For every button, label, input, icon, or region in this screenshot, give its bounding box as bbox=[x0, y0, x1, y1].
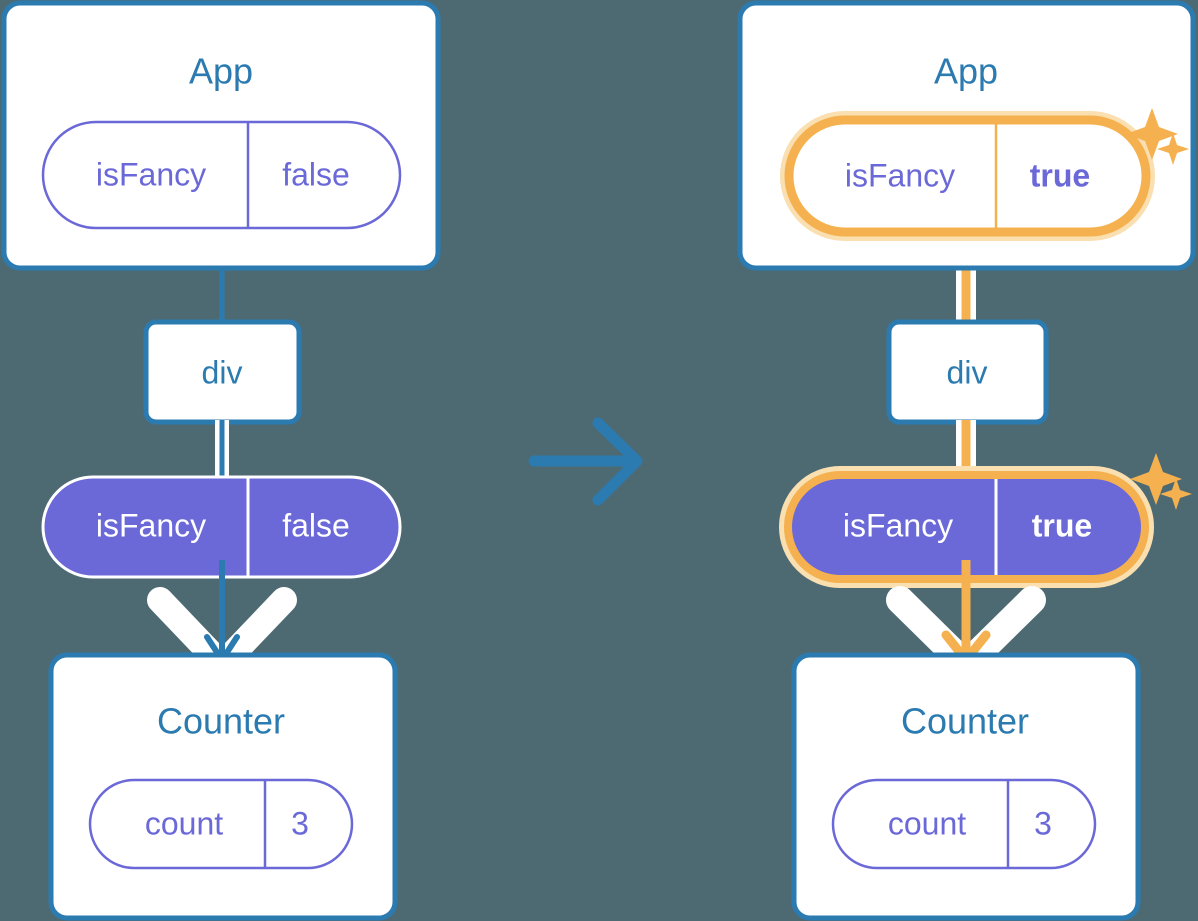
counter-state-pill-key: count bbox=[145, 805, 223, 841]
app-state-pill-value-after: true bbox=[1030, 157, 1090, 193]
panel-before: App isFancy false div isFancy false bbox=[1, 0, 441, 921]
div-label-after: div bbox=[947, 354, 988, 390]
counter-box-outline bbox=[48, 652, 398, 921]
sparkle-small-icon-props bbox=[1160, 478, 1192, 510]
app-state-pill-highlight-ring bbox=[784, 115, 1151, 237]
component-box-app-after: App isFancy true bbox=[737, 0, 1196, 271]
transition-arrow-right-icon bbox=[528, 417, 643, 506]
counter-state-pill-value-after: 3 bbox=[1034, 805, 1052, 841]
counter-state-pill-key-after: count bbox=[888, 805, 966, 841]
props-pill-value: false bbox=[282, 507, 350, 543]
counter-state-pill: count 3 bbox=[88, 778, 354, 870]
counter-state-pill-after: count 3 bbox=[831, 778, 1097, 870]
app-state-pill-key-after: isFancy bbox=[845, 157, 955, 193]
counter-title: Counter bbox=[157, 701, 285, 742]
props-pill-key: isFancy bbox=[96, 507, 206, 543]
app-state-pill-outline bbox=[41, 120, 402, 230]
dom-node-box-div: div bbox=[143, 319, 302, 425]
dom-node-box-div-after: div bbox=[886, 319, 1049, 425]
div-label: div bbox=[202, 354, 243, 390]
props-pill-key-after: isFancy bbox=[843, 507, 953, 543]
props-pill-isfancy: isFancy false bbox=[41, 475, 402, 579]
app-state-pill-after: isFancy true bbox=[780, 111, 1155, 241]
counter-state-pill-outline bbox=[88, 778, 354, 870]
app-state-pill: isFancy false bbox=[41, 120, 402, 230]
app-title: App bbox=[189, 51, 253, 92]
props-pill-value-after: true bbox=[1032, 507, 1092, 543]
counter-box-outline-after bbox=[791, 652, 1141, 921]
counter-title-after: Counter bbox=[901, 701, 1029, 742]
component-box-counter: Counter count 3 bbox=[48, 652, 398, 921]
sparkle-small-icon bbox=[1157, 133, 1189, 165]
counter-state-pill-value: 3 bbox=[291, 805, 309, 841]
sparkle-large-icon bbox=[1126, 108, 1178, 160]
app-state-pill-value: false bbox=[282, 156, 350, 192]
app-title-after: App bbox=[934, 51, 998, 92]
panel-after: App isFancy true div bbox=[737, 0, 1196, 921]
counter-state-pill-outline-after bbox=[831, 778, 1097, 870]
component-box-app: App isFancy false bbox=[1, 0, 441, 271]
component-box-counter-after: Counter count 3 bbox=[791, 652, 1141, 921]
sparkle-large-icon-props bbox=[1130, 453, 1182, 505]
app-state-pill-key: isFancy bbox=[96, 156, 206, 192]
app-box-outline bbox=[1, 0, 441, 271]
